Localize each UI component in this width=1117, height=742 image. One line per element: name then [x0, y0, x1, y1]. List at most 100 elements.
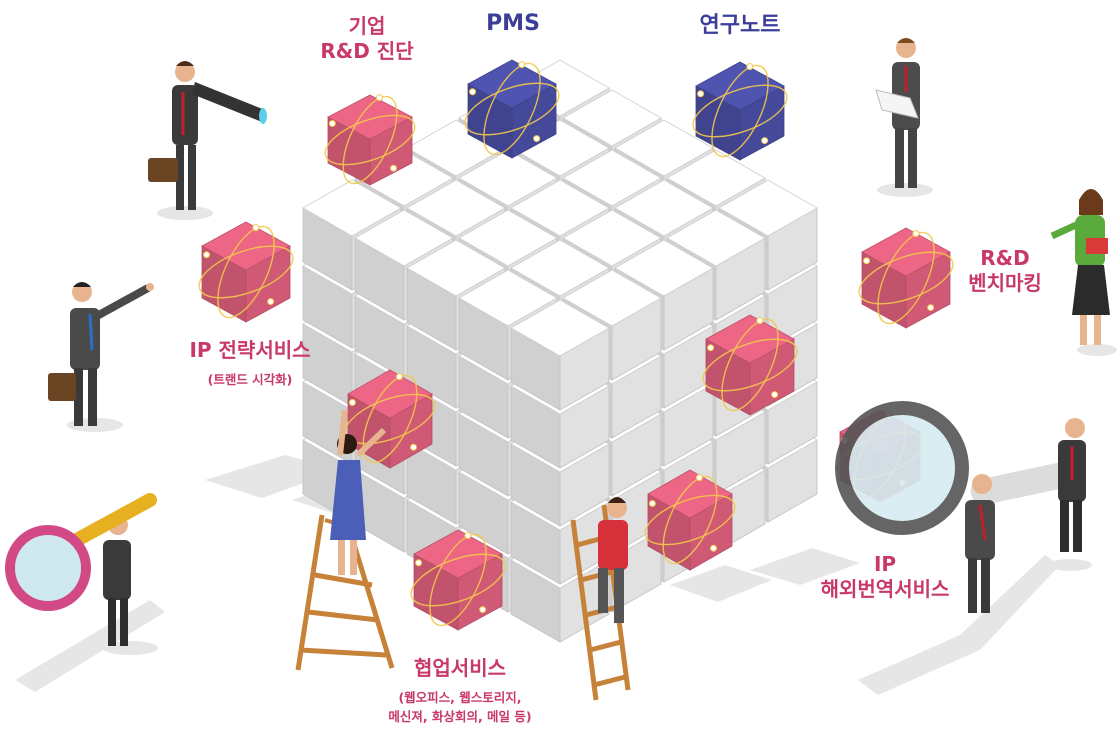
cube-collab-orbit-ring-0: [410, 553, 506, 607]
cube-rnd-benchmark-orbit-ring-0: [858, 251, 954, 305]
white-cube-top-face: [458, 209, 558, 267]
cube-right-middle: [705, 314, 795, 416]
cube-ip-strategy-lower-orbit-dot-0: [348, 399, 356, 407]
white-cube-top-face: [614, 179, 714, 237]
white-cube-top-face: [562, 269, 662, 327]
cube-ip-strategy-orbit-ring-1: [217, 225, 275, 319]
cube-rnd-benchmark-orbit-ring-1: [877, 231, 935, 325]
cube-research-note-orbit-dot-2: [746, 63, 754, 71]
cube-collab-orbit-dot-2: [464, 532, 472, 540]
white-cube-top-face: [562, 209, 662, 267]
label-collab-sub-line1: (웹오피스, 웹스토리지,: [398, 690, 522, 705]
white-cube-top-face: [354, 209, 454, 267]
white-cube-top-face: [406, 239, 506, 297]
label-ip-strategy: IP 전략서비스: [189, 338, 311, 362]
white-cube-top-face: [458, 269, 558, 327]
cube-ip-strategy-orbit-dot-1: [267, 298, 275, 306]
businessman-reading: [875, 38, 920, 188]
cube-right-lower-orbit-ring-0: [644, 494, 736, 546]
label-rnd-diagnosis-line2: R&D 진단: [320, 39, 414, 63]
white-cube-top-face: [614, 119, 714, 177]
cube-pms-orbit-ring-1: [483, 62, 541, 156]
cube-collab-orbit-ring-1: [429, 533, 487, 627]
cube-right-lower-orbit-dot-0: [648, 500, 656, 508]
cube-right-middle-top-face: [705, 314, 795, 364]
cube-right-lower-orbit-ring-1: [662, 475, 718, 565]
cube-right-middle-orbit-ring-0: [702, 338, 798, 392]
label-ip-translation: IP 해외번역서비스: [790, 552, 980, 602]
cube-collab: [413, 529, 503, 631]
cube-rnd-diagnosis-orbit-ring-0: [324, 114, 416, 166]
white-cube-top-face: [562, 149, 662, 207]
label-rnd-diagnosis-line1: 기업: [348, 14, 386, 38]
cube-ip-strategy-orbit: [198, 224, 294, 319]
cube-ip-strategy-orbit-ring-0: [198, 245, 294, 299]
white-cube: [510, 299, 610, 411]
businessman-telescope: [148, 61, 267, 210]
cube-research-note-orbit-ring-0: [692, 84, 788, 138]
cube-pms-orbit-dot-0: [469, 88, 477, 96]
label-collab: 협업서비스: [414, 656, 506, 680]
label-collab-sub-line2: 메신져, 화상회의, 메일 등): [388, 709, 532, 725]
cube-pms-orbit: [464, 61, 560, 156]
cube-right-middle-orbit: [702, 317, 798, 412]
cube-rnd-benchmark-orbit-dot-2: [912, 230, 920, 238]
cube-ip-strategy: [201, 221, 291, 323]
label-ip-strategy-sub: (트랜드 시각화): [207, 372, 293, 387]
cube-rnd-benchmark-top-face: [861, 227, 951, 277]
label-ip-translation-line2: 해외번역서비스: [820, 577, 950, 601]
white-cube-top-face: [718, 179, 818, 237]
cube-right-lower-orbit: [644, 474, 736, 565]
cube-ip-strategy-orbit-dot-0: [203, 251, 211, 259]
cube-ip-strategy-orbit-dot-2: [252, 224, 260, 232]
cube-pms-orbit-dot-1: [533, 135, 541, 143]
cube-research-note-orbit: [692, 63, 788, 158]
cube-rnd-benchmark: [861, 227, 951, 329]
white-cube-top-face: [510, 299, 610, 357]
cube-research-note-orbit-dot-1: [761, 137, 769, 145]
cube-right-middle-orbit-ring-1: [721, 318, 779, 412]
businessmen-big-magnifier: [835, 401, 1086, 613]
cube-rnd-diagnosis-orbit: [324, 94, 416, 185]
white-cube-top-face: [666, 209, 766, 267]
cube-rnd-benchmark-orbit: [858, 230, 954, 325]
label-rnd-benchmark-line1: R&D: [980, 246, 1030, 270]
businesswoman-folder: [1050, 189, 1110, 345]
label-research-note: 연구노트: [699, 13, 781, 38]
cube-right-lower-orbit-dot-2: [695, 474, 703, 482]
cube-collab-top-face: [413, 529, 503, 579]
cube-research-note-orbit-dot-0: [697, 90, 705, 98]
cube-collab-orbit-dot-1: [479, 606, 487, 614]
white-cube-top-face: [614, 239, 714, 297]
label-rnd-diagnosis: 기업 R&D 진단: [312, 14, 422, 64]
label-rnd-benchmark-line2: 벤치마킹: [968, 271, 1042, 295]
label-pms: PMS: [486, 11, 540, 36]
cube-ip-strategy-lower-orbit-dot-2: [395, 373, 403, 381]
woman-on-ladder: [330, 409, 387, 575]
cube-right-lower-top-face: [647, 469, 733, 519]
cube-rnd-diagnosis-orbit-dot-2: [375, 94, 383, 102]
cube-right-middle-orbit-dot-1: [771, 391, 779, 399]
white-cube-top-face: [510, 179, 610, 237]
cube-right-middle-orbit-dot-0: [707, 344, 715, 352]
label-rnd-benchmark: R&D 벤치마킹: [950, 246, 1060, 296]
cube-ip-strategy-lower-orbit-ring-1: [362, 374, 418, 464]
cube-collab-orbit-dot-0: [415, 559, 423, 567]
cube-pms-orbit-dot-2: [518, 61, 526, 69]
white-cube-top-face: [458, 149, 558, 207]
cube-pms-orbit-ring-0: [464, 82, 560, 136]
cube-rnd-diagnosis-orbit-dot-0: [328, 120, 336, 128]
cube-research-note: [695, 61, 785, 161]
cube-rnd-benchmark-orbit-dot-0: [863, 257, 871, 265]
white-cube-top-face: [406, 179, 506, 237]
cube-right-lower-orbit-dot-1: [710, 544, 718, 552]
label-ip-translation-line1: IP: [873, 552, 897, 576]
cube-right-middle-orbit-dot-2: [756, 317, 764, 325]
cube-rnd-diagnosis-orbit-dot-1: [390, 164, 398, 172]
white-cube-top-face: [302, 179, 402, 237]
cube-ip-strategy-lower-orbit-dot-1: [410, 443, 418, 451]
businessman-pointing: [48, 282, 154, 426]
white-cube-top-face: [562, 89, 662, 147]
label-collab-sub: (웹오피스, 웹스토리지, 메신져, 화상회의, 메일 등): [360, 688, 560, 727]
